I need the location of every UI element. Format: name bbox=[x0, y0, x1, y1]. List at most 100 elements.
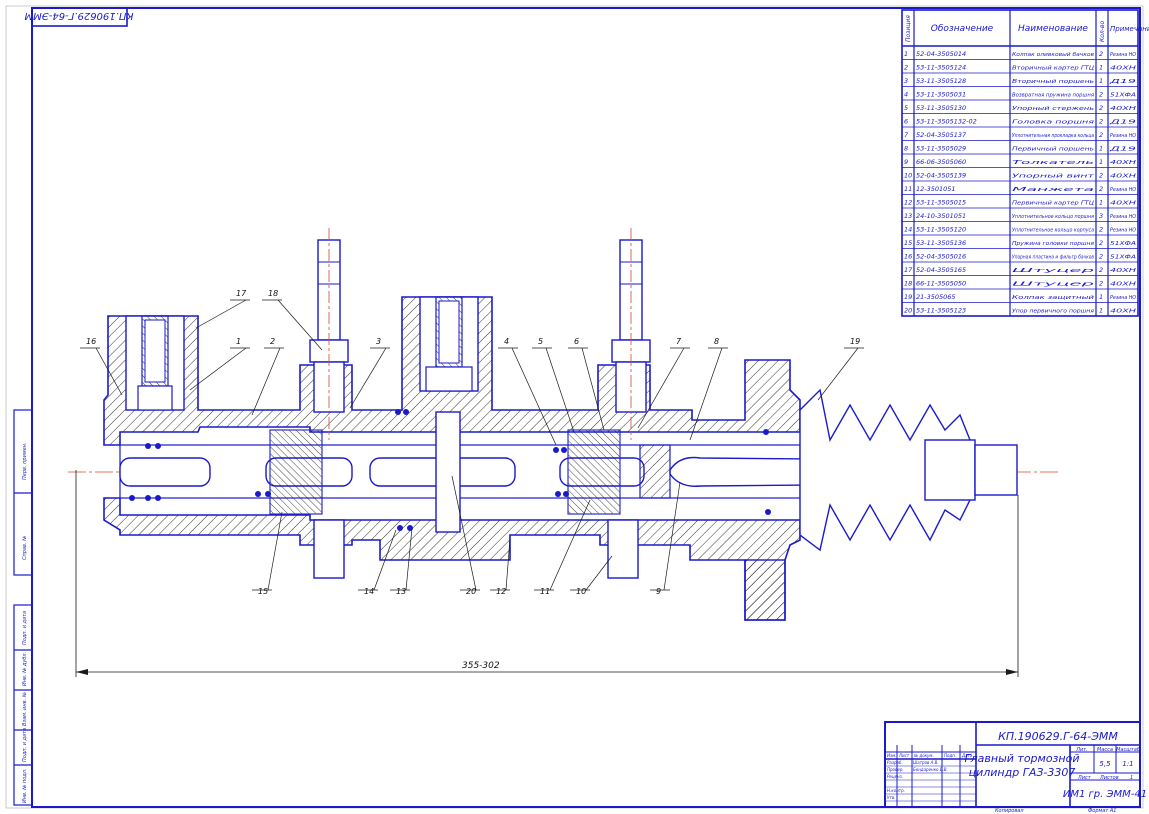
spec-cell-note: 51ХФА bbox=[1110, 255, 1136, 261]
callout-label: 6 bbox=[574, 337, 579, 346]
spec-cell-designation: 66-06-3505060 bbox=[916, 158, 966, 166]
spec-cell-name: Пружина головки поршня bbox=[1012, 241, 1095, 247]
name-1: Шатров А.В. bbox=[913, 760, 939, 765]
role-3: Реценз. bbox=[887, 774, 903, 779]
spec-cell-designation: 24-10-3501051 bbox=[916, 212, 966, 220]
spec-cell-name: Штуцер bbox=[1012, 268, 1096, 274]
format-label: Формат А1 bbox=[1088, 808, 1116, 814]
mass-value: 5,5 bbox=[1099, 760, 1111, 768]
spec-cell-qty: 2 bbox=[1099, 185, 1103, 193]
spec-cell-qty: 1 bbox=[1099, 158, 1103, 166]
overall-dimension: 355-302 bbox=[75, 470, 1019, 677]
sheets-label: Листов bbox=[1099, 775, 1119, 781]
strip-label-6: Подп. и дата bbox=[22, 728, 28, 762]
spec-header-designation: Обозначение bbox=[931, 24, 994, 34]
spec-cell-qty: 2 bbox=[1099, 239, 1103, 247]
spec-cell-pos: 17 bbox=[904, 266, 913, 274]
strip-label-4: Инв. № дубл. bbox=[22, 652, 28, 686]
spec-cell-designation: 21-3505065 bbox=[916, 293, 956, 301]
callout-label: 2 bbox=[270, 337, 275, 346]
strip-label-1: Перв. примен. bbox=[22, 442, 28, 480]
spec-cell-name: Колпак оливковый бачков bbox=[1012, 52, 1094, 58]
spec-cell-qty: 2 bbox=[1099, 226, 1103, 234]
spec-cell-pos: 19 bbox=[904, 293, 912, 301]
spec-cell-name: Толкатель bbox=[1012, 160, 1094, 166]
spec-cell-designation: 52-04-3505137 bbox=[916, 131, 967, 139]
spec-cell-designation: 52-04-3505014 bbox=[916, 50, 966, 58]
spec-cell-designation: 52-04-3505016 bbox=[916, 253, 966, 261]
spec-cell-designation: 53-11-3505015 bbox=[916, 199, 966, 207]
spec-cell-qty: 2 bbox=[1099, 280, 1103, 288]
spec-cell-name: Уплотнительная прокладка кольца bbox=[1012, 133, 1094, 139]
callout-label: 8 bbox=[714, 337, 719, 346]
stamp-text: КП.190629.Г-64-ЭММ bbox=[24, 10, 133, 21]
copied-label: Копировал bbox=[995, 808, 1024, 814]
name-2: Бондаренко Б.В. bbox=[913, 767, 948, 772]
spec-cell-note: 40ХН bbox=[1110, 268, 1136, 274]
spec-cell-qty: 2 bbox=[1099, 131, 1103, 139]
spec-cell-note: 40ХН bbox=[1110, 201, 1136, 207]
spec-cell-qty: 2 bbox=[1099, 104, 1103, 112]
spec-cell-pos: 18 bbox=[904, 280, 912, 288]
spec-cell-designation: 53-11-3505029 bbox=[916, 145, 966, 153]
role-1: Разраб. bbox=[887, 760, 903, 765]
callout-label: 5 bbox=[538, 337, 543, 346]
spec-cell-name: Штуцер bbox=[1012, 282, 1096, 288]
spec-cell-qty: 2 bbox=[1099, 50, 1103, 58]
spec-cell-name: Манжета bbox=[1012, 187, 1094, 193]
col-h-5: Дата bbox=[961, 753, 973, 758]
brake-cylinder-section bbox=[68, 228, 1060, 621]
spec-cell-qty: 1 bbox=[1099, 145, 1103, 153]
strip-label-5: Взам. инв. № bbox=[22, 692, 28, 726]
spec-cell-name: Первичный картер ГТЦ bbox=[1012, 201, 1094, 207]
spec-cell-designation: 53-11-3505120 bbox=[916, 226, 966, 234]
callout-label: 4 bbox=[504, 337, 509, 346]
spec-cell-designation: 52-04-3505165 bbox=[916, 266, 966, 274]
role-5: Утв. bbox=[887, 795, 895, 800]
spec-cell-designation: 53-11-3505132-02 bbox=[916, 118, 977, 126]
spec-cell-pos: 4 bbox=[904, 91, 908, 99]
spec-cell-qty: 3 bbox=[1099, 212, 1103, 220]
callout-label: 18 bbox=[268, 289, 278, 298]
spec-cell-name: Упорный стержень bbox=[1012, 106, 1094, 112]
callout-label: 11 bbox=[540, 587, 550, 596]
spec-cell-pos: 10 bbox=[904, 172, 912, 180]
group-code: ИМ1 гр. ЭММ-41 bbox=[1063, 789, 1147, 800]
spec-cell-name: Колпак защитный bbox=[1012, 295, 1095, 301]
spec-cell-note: 40ХН bbox=[1110, 66, 1136, 72]
spec-cell-pos: 20 bbox=[904, 307, 912, 315]
spec-cell-qty: 2 bbox=[1099, 172, 1103, 180]
spec-cell-qty: 2 bbox=[1099, 91, 1103, 99]
mass-header: Масса bbox=[1097, 747, 1113, 753]
spec-cell-pos: 12 bbox=[904, 199, 912, 207]
col-h-3: № докум. bbox=[913, 753, 934, 758]
role-4: Н.контр. bbox=[887, 788, 905, 793]
spec-cell-designation: 12-3501051 bbox=[916, 185, 956, 193]
spec-cell-pos: 2 bbox=[904, 64, 908, 72]
spec-cell-designation: 53-11-3505123 bbox=[916, 307, 966, 315]
spec-cell-qty: 2 bbox=[1099, 266, 1103, 274]
spec-cell-qty: 1 bbox=[1099, 64, 1103, 72]
spec-cell-pos: 11 bbox=[904, 185, 912, 193]
callout-label: 9 bbox=[656, 587, 661, 596]
spec-cell-note: Резина НО bbox=[1110, 295, 1137, 301]
spec-cell-qty: 1 bbox=[1099, 77, 1103, 85]
spec-cell-note: Резина НО bbox=[1110, 187, 1137, 193]
spec-cell-qty: 1 bbox=[1099, 199, 1103, 207]
spec-cell-pos: 3 bbox=[904, 77, 908, 85]
spec-cell-name: Головка поршня bbox=[1012, 120, 1095, 126]
spec-cell-pos: 16 bbox=[904, 253, 912, 261]
callout-label: 13 bbox=[396, 587, 406, 596]
col-h-1: Изм. bbox=[887, 753, 896, 758]
spec-cell-note: Д19 bbox=[1108, 147, 1138, 153]
spec-header-qty: Кол-во bbox=[1099, 21, 1106, 42]
spec-cell-qty: 2 bbox=[1099, 253, 1103, 261]
callout-label: 10 bbox=[576, 587, 586, 596]
fitting-right-top bbox=[611, 228, 651, 440]
spec-cell-note: 40ХН bbox=[1110, 160, 1136, 166]
spec-cell-designation: 52-04-3505139 bbox=[916, 172, 966, 180]
spec-cell-name: Первичный поршень bbox=[1012, 147, 1094, 153]
spec-cell-note: Резина НО bbox=[1110, 133, 1137, 139]
title-code: КП.190629.Г-64-ЭММ bbox=[998, 730, 1118, 743]
